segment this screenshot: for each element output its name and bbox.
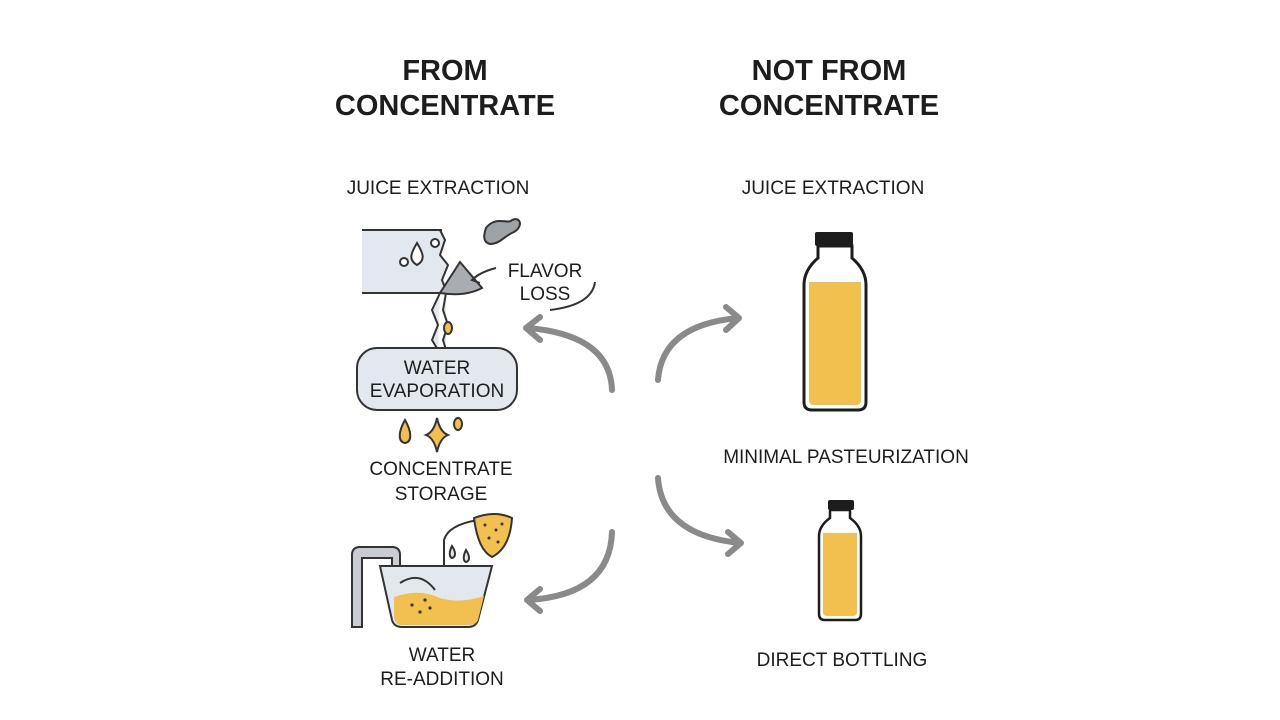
arrow-to-nfc-extraction	[655, 315, 741, 383]
arrow-to-direct-bottling	[655, 475, 743, 546]
concentrate-drops-icon	[398, 417, 463, 453]
flavor-loss-label-2: LOSS	[520, 284, 571, 305]
vapor-cloud-icon	[483, 218, 521, 246]
water-drop-icon	[410, 241, 424, 267]
water-readdition-illustration	[351, 513, 514, 628]
evaporation-label-2: EVAPORATION	[370, 381, 504, 402]
evaporation-label-1: WATER	[404, 358, 471, 379]
minimal-pasteurization-label: MINIMAL PASTEURIZATION	[723, 447, 969, 468]
right-title: NOT FROM CONCENTRATE	[719, 55, 939, 122]
right-juice-extraction-label: JUICE EXTRACTION	[742, 178, 925, 199]
right-title-line2: CONCENTRATE	[719, 90, 939, 122]
flow-arrows	[523, 304, 744, 614]
left-juice-extraction-label: JUICE EXTRACTION	[347, 178, 530, 199]
direct-bottling-label: DIRECT BOTTLING	[757, 650, 928, 671]
readdition-label-2: RE-ADDITION	[380, 669, 504, 690]
right-title-line1: NOT FROM	[752, 55, 907, 87]
flavor-loss-wedge	[438, 260, 484, 296]
water-evaporation-box	[356, 347, 518, 411]
arrow-to-readdition	[525, 529, 615, 603]
extraction-pipe-illustration	[362, 218, 596, 351]
arrow-to-evaporation	[525, 325, 615, 393]
left-title-line2: CONCENTRATE	[335, 90, 555, 122]
large-juice-bottle-icon	[802, 232, 868, 412]
concentrate-scoop-icon	[472, 513, 514, 559]
small-juice-bottle-icon	[817, 500, 863, 622]
storage-label-1: CONCENTRATE	[369, 459, 512, 480]
left-title-line1: FROM	[402, 55, 487, 87]
flavor-loss-label-1: FLAVOR	[508, 261, 583, 282]
left-title: FROM CONCENTRATE	[335, 55, 555, 122]
readdition-label-1: WATER	[409, 645, 476, 666]
storage-label-2: STORAGE	[395, 484, 488, 505]
